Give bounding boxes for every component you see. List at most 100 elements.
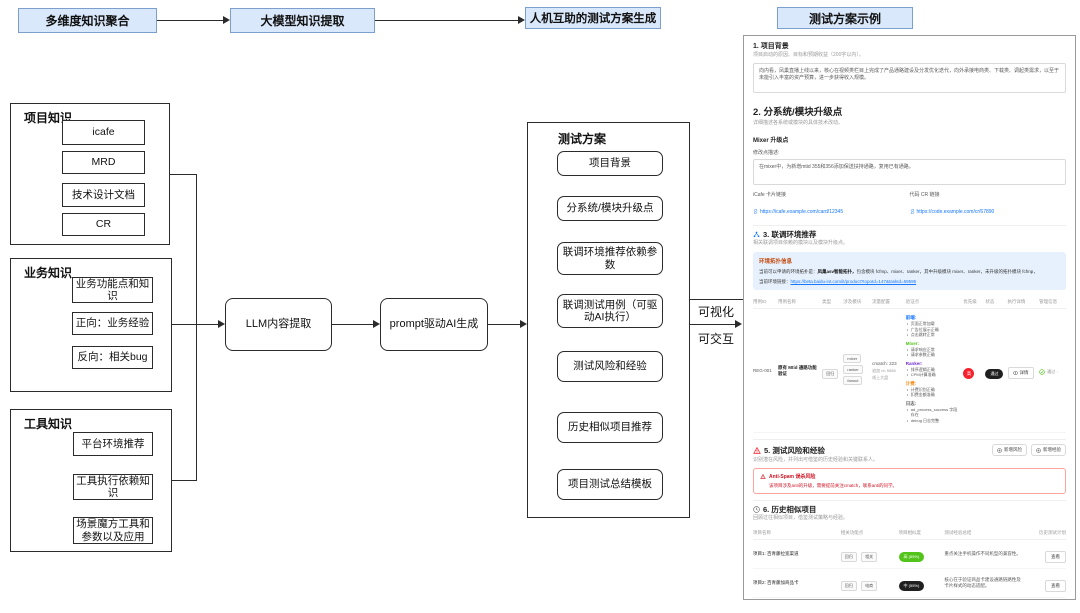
module-desc-text: 在mixer中，为新增mtid 355和356添加保送扶持通路，复用已有通路。 <box>759 164 914 170</box>
status-badge: 通过 <box>985 368 1004 379</box>
icafe-link-label: iCafe 卡片链接 <box>753 192 787 198</box>
check-item: 页面正常加载 <box>906 321 961 327</box>
section3-subtext: 相关联调项目依赖的模块以及模块升级点。 <box>753 240 849 246</box>
feature-tag: 电商 <box>861 581 878 591</box>
group-title: 业务知识 <box>24 266 73 280</box>
module-tag: mixer <box>843 354 862 363</box>
section2-subtext: 详细描述各系统或模块的具体技术改动。 <box>753 120 844 126</box>
check-group-log: 日志: ad_process_success 字段存在 debug 日志完整 <box>906 401 961 424</box>
node-label: icafe <box>92 126 115 139</box>
add-experience-label: 新增经验 <box>1043 447 1061 452</box>
node-label: CR <box>95 218 112 231</box>
col-case-name: 用例名称 <box>777 299 796 304</box>
add-risk-button[interactable]: 新增风险 <box>992 444 1027 456</box>
col-case-id: 用例ID <box>753 299 767 304</box>
code-cr-link[interactable]: https://code.example.com/cr/67890 <box>910 209 994 215</box>
feature-tag: 相关 <box>861 552 878 562</box>
col-history-plan: 历史测试计划 <box>1039 530 1066 535</box>
check-item: debug 日志完整 <box>906 418 961 424</box>
view-button[interactable]: 查看 <box>1044 551 1066 563</box>
test-plan-document-preview: 1. 项目背景 项目启动的原因、目标和预期收益（200字以内）。 向内看，凤巢直… <box>743 35 1076 600</box>
desc-label: 修改点描述: <box>753 150 780 156</box>
step-label: 多维度知识聚合 <box>45 14 130 28</box>
bridge-label-visualize: 可视化 <box>697 305 734 319</box>
check-group-label: 日志: <box>905 400 917 406</box>
case-id: REG-001 <box>753 367 772 373</box>
node-business-features: 业务功能点和知识 <box>72 277 153 303</box>
infobox-line1-bold: 凤巢asv智能拓扑， <box>817 269 857 274</box>
col-priority: 优先级 <box>963 299 977 304</box>
warning-icon <box>753 446 761 454</box>
experience-summary: 重点关注手机操作不同机型的兼容性。 <box>944 551 1021 556</box>
bridge-label-interact: 可交互 <box>697 332 734 346</box>
cr-link-label: 代码 CR 链接 <box>909 192 940 198</box>
module-upgrade-title: Mixer 升级点 <box>753 138 789 144</box>
node-mrd: MRD <box>62 151 145 174</box>
plus-circle-icon <box>997 447 1002 453</box>
plan-item-summary-template: 项目测试总结模板 <box>557 469 663 500</box>
risk-alert-box: Anti-Spam 误杀风险 该项目涉及anti的升级，需要提前关注cmatch… <box>753 468 1066 494</box>
manage-info-cell[interactable]: 通过 › <box>1039 369 1059 375</box>
col-checks: 验证点 <box>905 299 920 304</box>
similar-project-row: 项目2: 百青藤加商品卡 回归 电商 中 (55%) 核心在于验证商品卡建设通路… <box>753 569 1066 598</box>
section3-heading: 3. 联调环境推荐 <box>763 230 817 239</box>
infobox-line1-rest: 包含模块 fcfmp、mixer、ranker，其中升级模块 mixer、ran… <box>856 269 1038 274</box>
warning-icon <box>760 474 766 479</box>
node-tech-design-doc: 技术设计文档 <box>62 183 145 207</box>
check-group-label: 计费: <box>905 380 917 386</box>
section5-heading: 5. 测试风险和经验 <box>764 445 825 455</box>
detail-button[interactable]: 详情 <box>1007 366 1034 379</box>
plan-item-risks: 测试风险和经验 <box>557 351 663 382</box>
infobox-line1-prefix: 当前可以申请的环境拓扑是： <box>759 269 818 274</box>
node-label: LLM内容提取 <box>245 318 312 331</box>
detail-button-label: 详情 <box>1019 369 1029 375</box>
clock-icon <box>753 506 760 513</box>
plan-item-label: 历史相似项目推荐 <box>568 421 652 434</box>
plus-circle-icon <box>1036 447 1041 453</box>
connector-line <box>172 324 218 325</box>
arrowhead-icon <box>223 16 234 24</box>
icafe-link-url: https://icafe.example.com/card/12345 <box>760 208 844 215</box>
col-exec-detail: 执行详情 <box>1007 299 1026 304</box>
node-cr: CR <box>62 213 145 236</box>
step-label: 大模型知识提取 <box>260 14 345 28</box>
arrowhead-icon <box>735 320 746 328</box>
similarity-badge: 中 (55%) <box>898 581 925 591</box>
check-item: CPM计算准确 <box>906 372 961 378</box>
check-item: 点击跳转正常 <box>906 332 961 338</box>
infobox-line1: 当前可以申请的环境拓扑是：凤巢asv智能拓扑，包含模块 fcfmp、mixer、… <box>759 268 1060 275</box>
case-table-row: REG-001 原有 Mtid 通路功能验证 回归 mixer ranker f… <box>753 309 1066 433</box>
experience-summary: 核心在于验证商品卡建设通路链路性及卡片样式的动态适配。 <box>944 577 1021 588</box>
infobox-line2: 当前环境链接：https://beta.baidu-int.com/it/pro… <box>759 278 1060 285</box>
node-tool-dependency: 工具执行依赖知识 <box>73 474 153 500</box>
plan-item-label: 项目测试总结模板 <box>568 478 652 491</box>
node-label: 平台环境推荐 <box>81 437 145 450</box>
node-llm-content-extraction: LLM内容提取 <box>225 298 332 351</box>
plan-item-label: 测试风险和经验 <box>573 360 647 373</box>
plan-item-test-cases: 联调测试用例（可驱动AI执行） <box>557 294 663 328</box>
connector-line <box>170 174 196 175</box>
view-button[interactable]: 查看 <box>1044 580 1066 592</box>
env-link[interactable]: https://beta.baidu-int.com/it/product?to… <box>790 279 917 284</box>
check-item: 扣费金额准确 <box>906 392 961 398</box>
check-item: 广告位展示正确 <box>906 327 961 333</box>
traffic-main: cmatch: 223 <box>872 360 897 366</box>
plan-item-similar-projects: 历史相似项目推荐 <box>557 412 663 443</box>
section1-subtext: 项目启动的原因、目标和预期收益（200字以内）。 <box>753 52 864 58</box>
col-experience-summary: 测试经验总结 <box>944 530 972 535</box>
icafe-card-link[interactable]: https://icafe.example.com/card/12345 <box>753 209 843 215</box>
case-type-tag: 回归 <box>822 368 839 379</box>
arrow-line <box>488 324 521 325</box>
add-experience-button[interactable]: 新增经验 <box>1031 444 1066 456</box>
project-name: 项目1: 百青藤拉宽渠道 <box>753 551 799 556</box>
plan-item-env-params: 联调环境推荐依赖参数 <box>557 242 663 275</box>
cr-link-column: 代码 CR 链接 https://code.example.com/cr/678… <box>910 191 1067 219</box>
example-title: 测试方案示例 <box>777 7 913 29</box>
case-name: 原有 Mtid 通路功能验证 <box>778 364 817 376</box>
section1-heading: 1. 项目背景 <box>753 43 789 50</box>
traffic-sub: 线上大盘 <box>872 374 889 380</box>
group-title: 工具知识 <box>24 417 73 431</box>
check-group-label: 前端: <box>905 315 917 320</box>
node-icafe: icafe <box>62 120 145 145</box>
col-related-features: 相关功能点 <box>840 530 864 535</box>
